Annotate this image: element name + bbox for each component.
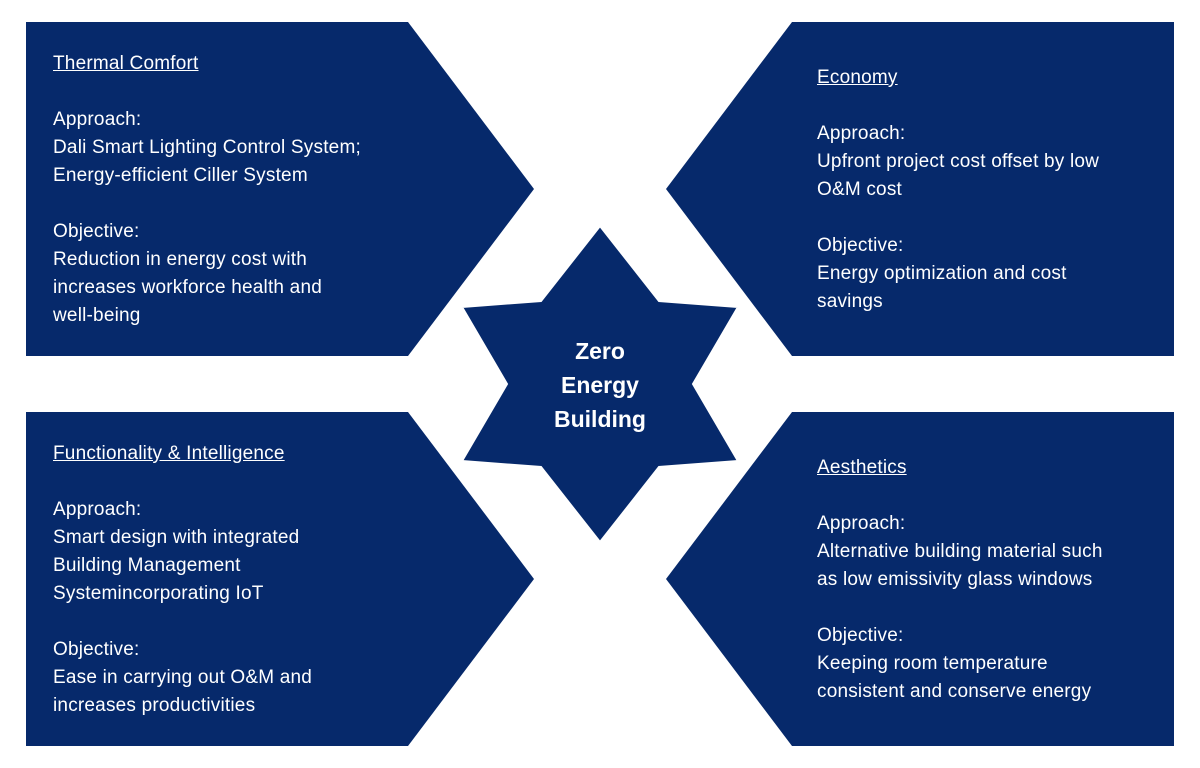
center-title-line-2: Energy (561, 372, 639, 398)
panel-functionality-objective-text: Ease in carrying out O&M and increases p… (53, 667, 313, 716)
panel-thermal: Thermal Comfort Approach: Dali Smart Lig… (53, 50, 433, 330)
panel-functionality-approach-text: Smart design with integrated Building Ma… (53, 527, 300, 604)
panel-aesthetics-objective-label: Objective: (817, 625, 904, 646)
panel-functionality-approach-label: Approach: (53, 499, 142, 520)
center-title: Zero Energy Building (520, 334, 680, 436)
panel-thermal-shape (26, 22, 534, 356)
panel-economy-approach-text: Upfront project cost offset by low O&M c… (817, 151, 1100, 200)
panel-aesthetics-approach-label: Approach: (817, 513, 906, 534)
panel-functionality-shape (26, 412, 534, 746)
panel-economy-objective-label: Objective: (817, 235, 904, 256)
panel-thermal-objective-text: Reduction in energy cost with increases … (53, 249, 322, 326)
panel-aesthetics: Aesthetics Approach: Alternative buildin… (817, 454, 1162, 706)
panel-aesthetics-objective-text: Keeping room temperature consistent and … (817, 653, 1092, 702)
panel-economy: Economy Approach: Upfront project cost o… (817, 64, 1162, 316)
panel-functionality-heading: Functionality & Intelligence (53, 443, 285, 464)
panel-aesthetics-heading: Aesthetics (817, 457, 907, 478)
panel-thermal-heading: Thermal Comfort (53, 53, 199, 74)
center-title-line-3: Building (554, 406, 646, 432)
panel-functionality: Functionality & Intelligence Approach: S… (53, 440, 433, 720)
panel-aesthetics-approach-text: Alternative building material such as lo… (817, 541, 1103, 590)
panel-aesthetics-shape (666, 412, 1174, 746)
panel-functionality-objective-label: Objective: (53, 639, 140, 660)
panel-economy-heading: Economy (817, 67, 898, 88)
panel-thermal-objective-label: Objective: (53, 221, 140, 242)
panel-economy-approach-label: Approach: (817, 123, 906, 144)
panel-thermal-approach-text: Dali Smart Lighting Control System; Ener… (53, 137, 361, 186)
panel-thermal-approach-label: Approach: (53, 109, 142, 130)
panel-economy-objective-text: Energy optimization and cost savings (817, 263, 1067, 312)
center-star-shape (460, 224, 740, 544)
panel-economy-shape (666, 22, 1174, 356)
center-title-line-1: Zero (575, 338, 625, 364)
